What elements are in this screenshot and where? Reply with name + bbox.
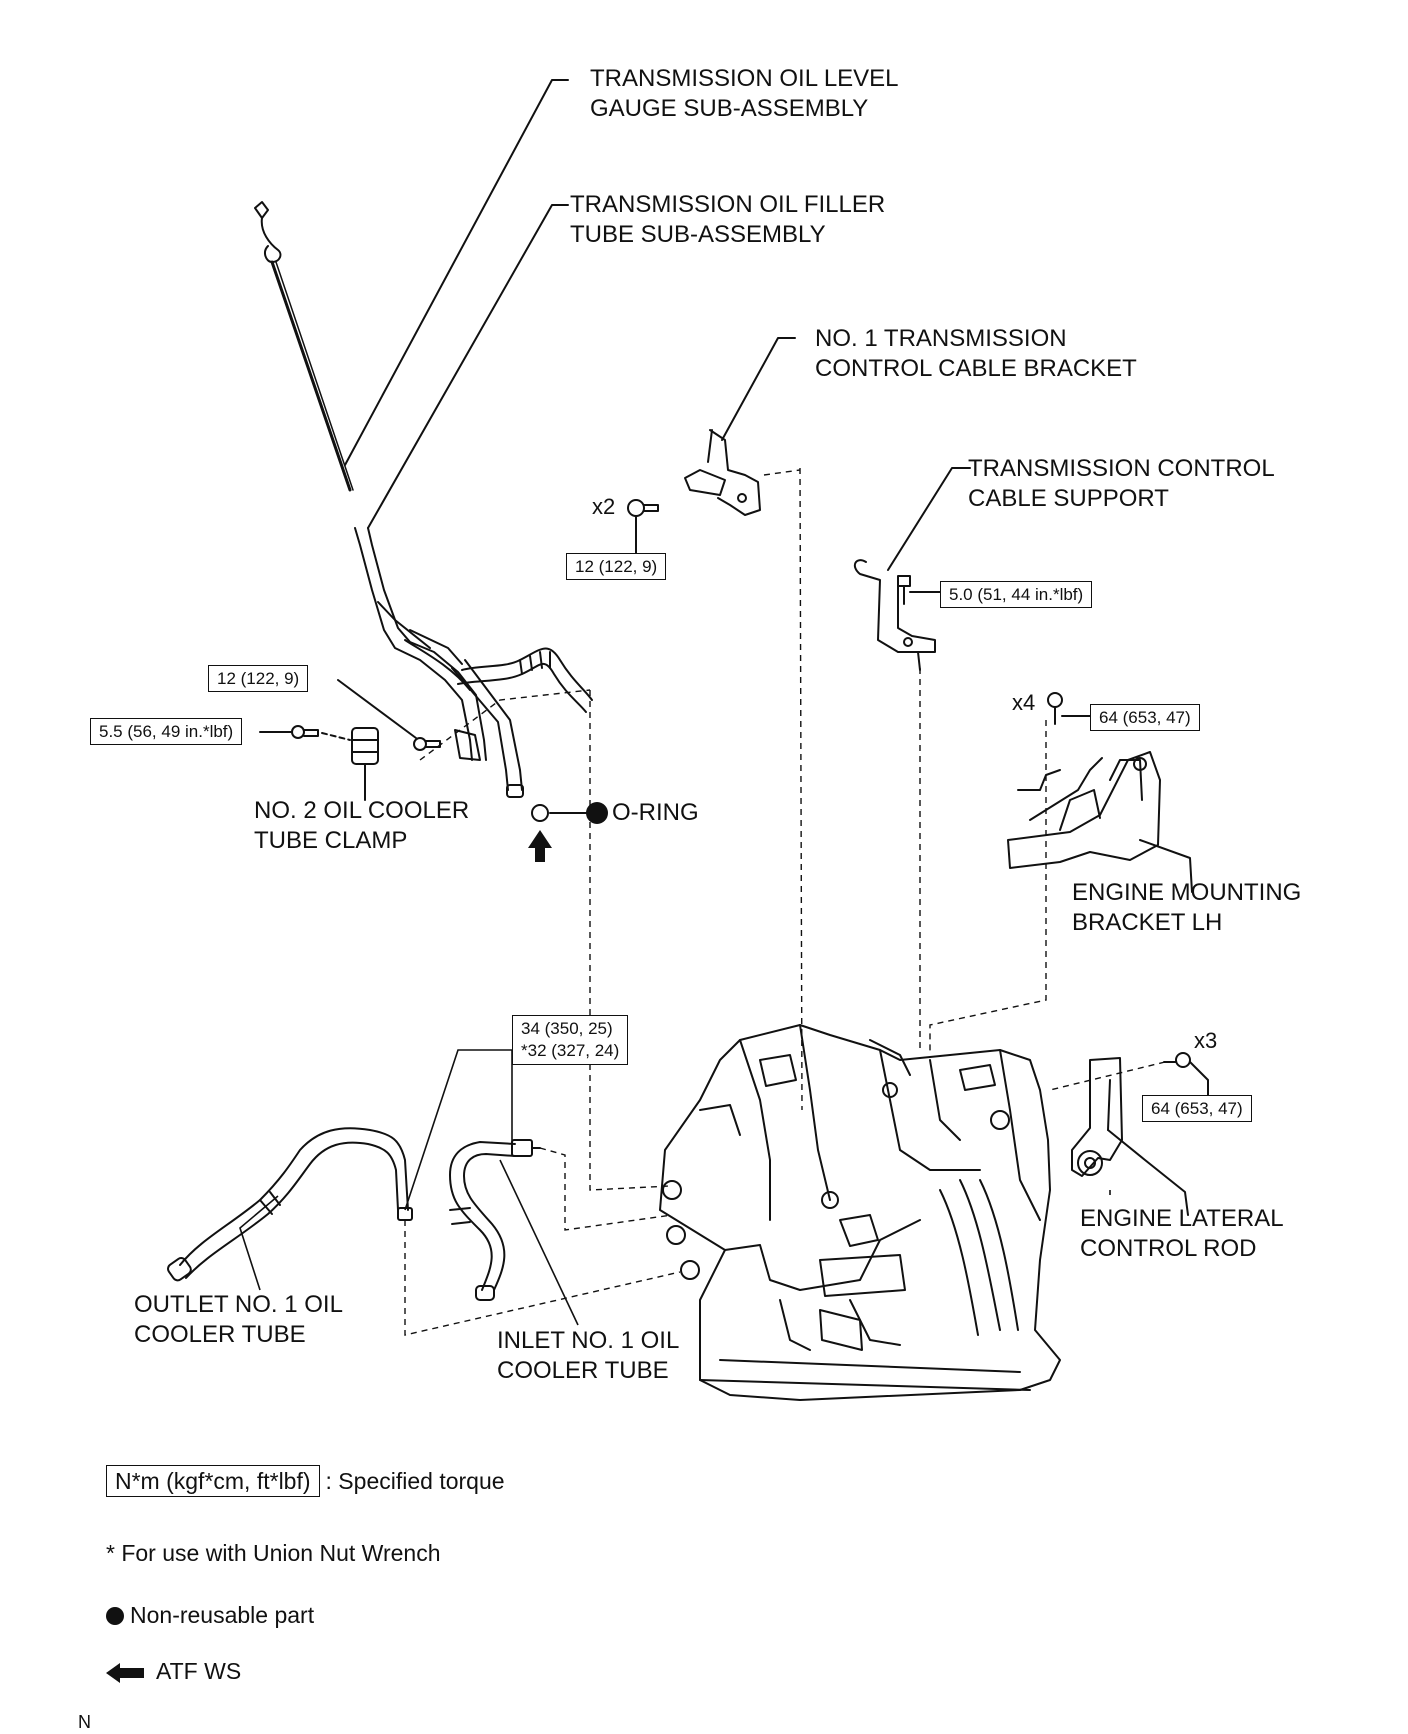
legend-torque-box: N*m (kgf*cm, ft*lbf) bbox=[106, 1465, 320, 1497]
label-lateral-rod-2: CONTROL ROD bbox=[1080, 1235, 1257, 1262]
torque-lateral-rod: 64 (653, 47) bbox=[1142, 1095, 1252, 1122]
label-clamp-1: NO. 2 OIL COOLER bbox=[254, 797, 470, 824]
legend-atf: ATF WS bbox=[106, 1658, 241, 1685]
label-lateral-rod-1: ENGINE LATERAL bbox=[1080, 1205, 1284, 1232]
filler-leader-line bbox=[367, 204, 569, 529]
left-arrow-icon bbox=[106, 1662, 144, 1683]
atf-arrow-icon bbox=[528, 830, 552, 862]
dash-bracket-bolt bbox=[763, 469, 801, 476]
qty-mount-bracket-bolts: x4 bbox=[1012, 690, 1036, 715]
o-ring-part bbox=[531, 804, 591, 822]
label-inlet-1: INLET NO. 1 OIL bbox=[497, 1327, 680, 1354]
non-reusable-dot bbox=[586, 802, 608, 824]
lateral-rod-bolt bbox=[1163, 1052, 1209, 1103]
inlet-oil-cooler-tube bbox=[449, 1139, 541, 1301]
qty-cable-bracket-bolts: x2 bbox=[592, 494, 616, 519]
dash-clamp bbox=[419, 689, 591, 761]
oil-level-gauge-part bbox=[254, 201, 354, 492]
torque-cable-bracket: 12 (122, 9) bbox=[566, 553, 667, 580]
dash-filler-to-case bbox=[589, 690, 671, 1191]
label-filler-1: TRANSMISSION OIL FILLER bbox=[570, 191, 886, 218]
torque-mount-bracket: 64 (653, 47) bbox=[1090, 704, 1200, 731]
union-leader-outlet bbox=[404, 1049, 512, 1211]
engine-lateral-control-rod bbox=[1071, 1057, 1189, 1216]
cable-bracket-part bbox=[684, 429, 761, 516]
label-gauge-2: GAUGE SUB-ASSEMBLY bbox=[590, 95, 869, 122]
transmission-assembly bbox=[659, 1024, 1061, 1401]
oil-cooler-clamp-part bbox=[351, 727, 379, 801]
torque-filler-tube: 12 (122, 9) bbox=[208, 665, 309, 692]
corner-mark: N bbox=[78, 1712, 91, 1732]
label-filler-2: TUBE SUB-ASSEMBLY bbox=[570, 221, 826, 248]
cable-support-part bbox=[853, 559, 936, 671]
legend-torque-text: : Specified torque bbox=[325, 1468, 505, 1494]
dash-cable-bracket bbox=[799, 467, 803, 1111]
qty-lateral-rod-bolts: x3 bbox=[1194, 1028, 1218, 1053]
cable-bracket-leader bbox=[721, 337, 796, 441]
label-mount-bracket-1: ENGINE MOUNTING bbox=[1072, 879, 1302, 906]
dash-lateral-rod bbox=[1049, 1061, 1166, 1091]
cable-bracket-bolt bbox=[627, 499, 659, 554]
inlet-leader bbox=[499, 1159, 579, 1326]
label-gauge-1: TRANSMISSION OIL LEVEL bbox=[590, 65, 899, 92]
label-cable-bracket-2: CONTROL CABLE BRACKET bbox=[815, 355, 1137, 382]
legend-atf-text: ATF WS bbox=[156, 1658, 242, 1684]
label-mount-bracket-2: BRACKET LH bbox=[1072, 909, 1223, 936]
label-inlet-2: COOLER TUBE bbox=[497, 1357, 669, 1384]
legend-non-reusable: Non-reusable part bbox=[106, 1602, 314, 1629]
filled-circle-icon bbox=[106, 1607, 124, 1625]
outlet-leader bbox=[239, 1195, 279, 1291]
label-cable-bracket-1: NO. 1 TRANSMISSION bbox=[815, 325, 1067, 352]
label-clamp-2: TUBE CLAMP bbox=[254, 827, 408, 854]
torque-union-nut: 34 (350, 25) *32 (327, 24) bbox=[512, 1015, 629, 1065]
dash-inlet bbox=[539, 1147, 673, 1231]
torque-cable-support: 5.0 (51, 44 in.*lbf) bbox=[940, 581, 1093, 608]
gauge-leader-line bbox=[344, 79, 569, 466]
label-o-ring: O-RING bbox=[612, 799, 699, 826]
label-outlet-2: COOLER TUBE bbox=[134, 1321, 306, 1348]
oil-filler-tube-part bbox=[354, 527, 524, 798]
dash-mount-bracket bbox=[929, 720, 1047, 1055]
dash-outlet bbox=[404, 1220, 681, 1336]
torque-union-nut-2: *32 (327, 24) bbox=[521, 1041, 620, 1060]
outlet-oil-cooler-tube bbox=[167, 1127, 413, 1282]
filler-tube-bolt bbox=[337, 679, 441, 751]
legend-torque: N*m (kgf*cm, ft*lbf): Specified torque bbox=[106, 1465, 505, 1497]
engine-mount-bracket-part bbox=[1007, 751, 1193, 893]
torque-union-nut-1: 34 (350, 25) bbox=[521, 1019, 613, 1038]
cable-support-leader bbox=[887, 467, 971, 571]
legend-non-reusable-text: Non-reusable part bbox=[130, 1602, 315, 1628]
label-cable-support-1: TRANSMISSION CONTROL bbox=[968, 455, 1275, 482]
label-outlet-1: OUTLET NO. 1 OIL bbox=[134, 1291, 343, 1318]
filler-hose-part bbox=[457, 647, 593, 713]
torque-clamp: 5.5 (56, 49 in.*lbf) bbox=[90, 718, 243, 745]
cable-support-bolt bbox=[897, 575, 941, 605]
legend-union-note: * For use with Union Nut Wrench bbox=[106, 1540, 441, 1566]
clamp-bolt bbox=[259, 725, 351, 741]
label-cable-support-2: CABLE SUPPORT bbox=[968, 485, 1169, 512]
mount-bracket-bolt bbox=[1047, 692, 1093, 725]
